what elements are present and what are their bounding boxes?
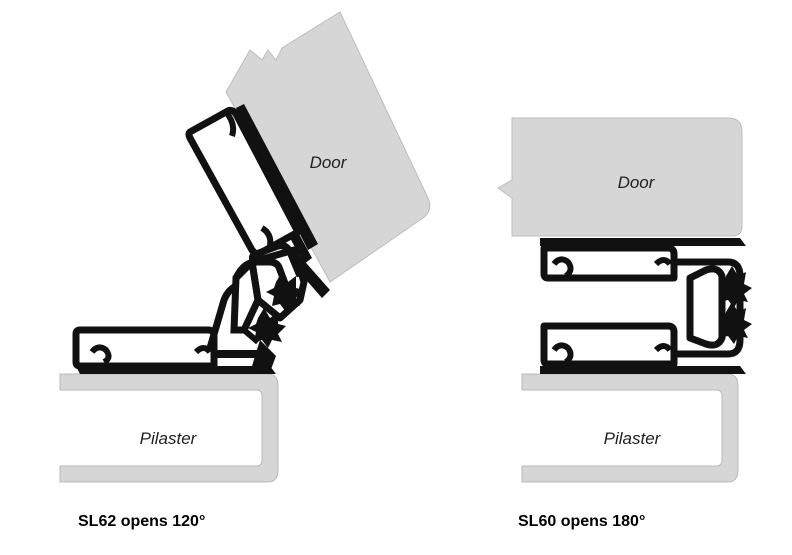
right-hinge-bridge <box>676 258 752 358</box>
left-diagram-sl62: Pilaster Door <box>59 11 431 483</box>
left-caption: SL62 opens 120° <box>78 513 206 530</box>
right-door-label: Door <box>618 173 656 192</box>
left-pilaster-label: Pilaster <box>140 429 198 448</box>
left-pilaster-shape <box>59 373 279 483</box>
right-caption: SL60 opens 180° <box>518 513 646 530</box>
right-diagram-sl60: Pilaster Door <box>497 117 752 483</box>
right-top-strip <box>540 238 746 246</box>
right-upper-profile <box>540 244 678 282</box>
left-door-shape <box>225 11 431 283</box>
right-lower-profile <box>540 322 746 374</box>
left-lower-profile <box>72 326 276 374</box>
right-door-shape <box>497 117 743 237</box>
right-pilaster-shape <box>521 373 739 483</box>
right-pilaster-label: Pilaster <box>604 429 662 448</box>
left-door-label: Door <box>310 153 348 172</box>
left-middle-profile <box>206 242 304 349</box>
